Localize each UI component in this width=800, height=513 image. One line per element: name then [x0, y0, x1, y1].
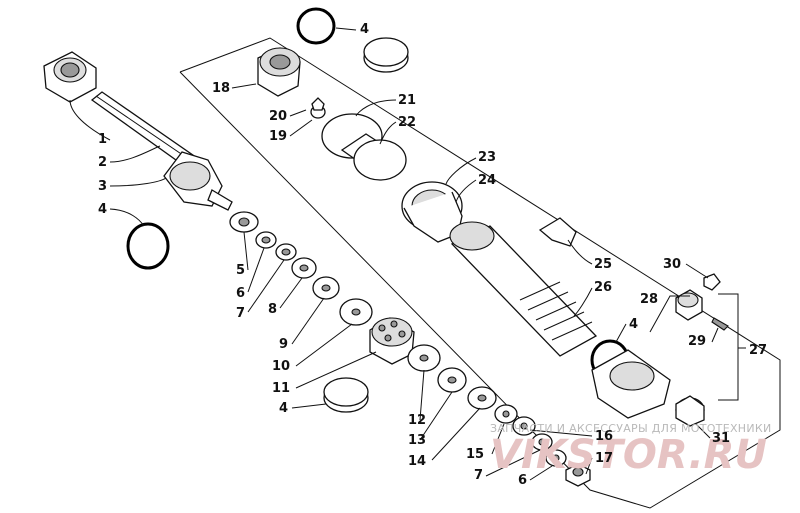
part-label-l6: 6	[236, 286, 245, 301]
o-ring-left	[126, 222, 170, 270]
frame-outline	[179, 37, 781, 509]
part-label-l18: 18	[212, 81, 230, 96]
shock-body-26	[449, 221, 598, 357]
part-label-l28: 28	[640, 292, 658, 307]
part-label-l20: 20	[269, 109, 287, 124]
nut	[565, 463, 591, 487]
valve-28	[675, 289, 703, 321]
part-label-l9: 9	[279, 337, 288, 352]
part-label-l17: 17	[595, 451, 613, 466]
part-label-l19: 19	[269, 129, 287, 144]
part-label-l10: 10	[272, 359, 290, 374]
part-label-l30: 30	[663, 257, 681, 272]
pin-29	[711, 317, 729, 331]
bracket-27	[718, 293, 739, 401]
wear-ring-lower	[323, 377, 369, 413]
part-label-l23: 23	[478, 150, 496, 165]
part-label-l2: 2	[98, 155, 107, 170]
part-label-l24: 24	[478, 173, 496, 188]
ring-4-top	[363, 37, 409, 73]
part-label-l14: 14	[408, 454, 426, 469]
part-label-l5: 5	[236, 263, 245, 278]
piston	[369, 317, 415, 365]
leader-lines	[69, 27, 719, 481]
part-label-l16: 16	[595, 429, 613, 444]
part-label-l31: 31	[712, 431, 730, 446]
o-ring-top	[296, 7, 336, 45]
part-label-l11: 11	[272, 381, 290, 396]
seal-21-22	[321, 113, 407, 181]
part-label-l26: 26	[594, 280, 612, 295]
part-label-l22: 22	[398, 115, 416, 130]
shaft-eyelet	[43, 51, 97, 103]
part-label-l27: 27	[749, 343, 767, 358]
part-label-l1: 1	[98, 132, 107, 147]
part-label-l4d: 4	[279, 401, 288, 416]
lower-body	[591, 349, 671, 419]
part-label-l29: 29	[688, 334, 706, 349]
cap-18	[257, 47, 301, 97]
part-label-l25: 25	[594, 257, 612, 272]
valve-19	[310, 97, 326, 119]
part-label-l12: 12	[408, 413, 426, 428]
bushing-31	[675, 395, 705, 427]
watermark-logo: VIKSTOR.RU	[490, 432, 767, 478]
part-label-l7b: 7	[474, 468, 483, 483]
spring-retainer-25	[538, 217, 577, 247]
rod-guide-body	[163, 151, 233, 211]
part-label-l3: 3	[98, 179, 107, 194]
part-label-l21: 21	[398, 93, 416, 108]
part-label-l15: 15	[466, 447, 484, 462]
part-label-l8: 8	[268, 302, 277, 317]
part-label-l6b: 6	[518, 473, 527, 488]
part-label-l4c: 4	[629, 317, 638, 332]
watermark-text: ЗАПЧАСТИ И АКСЕССУАРЫ ДЛЯ МОТОТЕХНИКИ	[490, 422, 772, 435]
part-label-l4b: 4	[360, 22, 369, 37]
part-label-l7a: 7	[236, 306, 245, 321]
adjuster-collar-23-24	[401, 181, 463, 243]
part-label-l13: 13	[408, 433, 426, 448]
part-label-l4a: 4	[98, 202, 107, 217]
